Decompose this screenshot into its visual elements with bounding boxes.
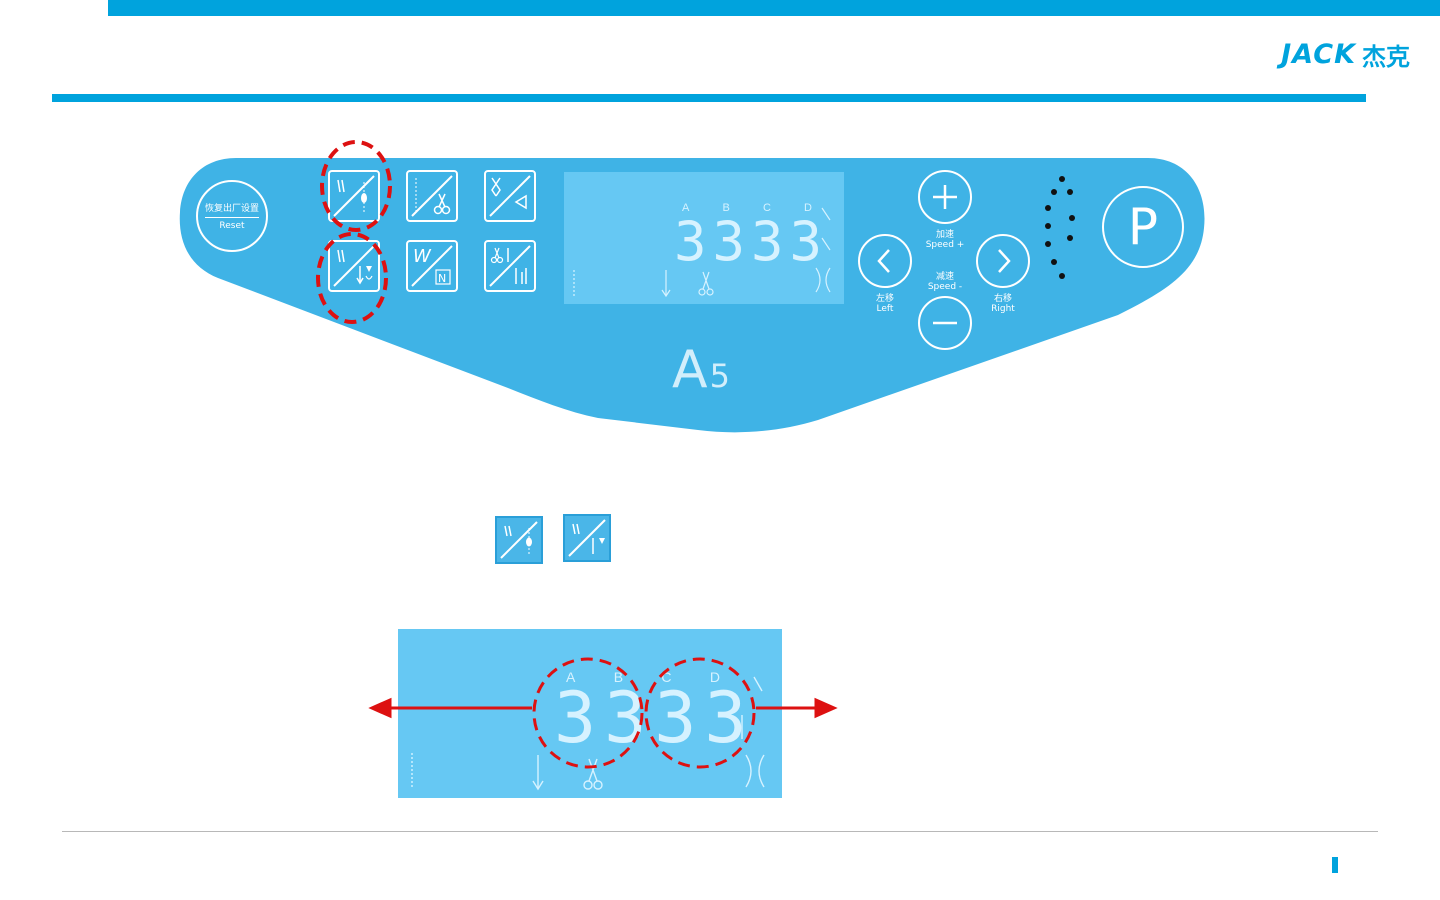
- right-arrow-head-icon: [816, 700, 834, 716]
- page-marker: [1332, 857, 1338, 873]
- highlight-ab-digits: [534, 659, 642, 767]
- footer-divider: [62, 831, 1378, 832]
- highlight-cd-digits: [646, 659, 754, 767]
- left-arrow-head-icon: [372, 700, 390, 716]
